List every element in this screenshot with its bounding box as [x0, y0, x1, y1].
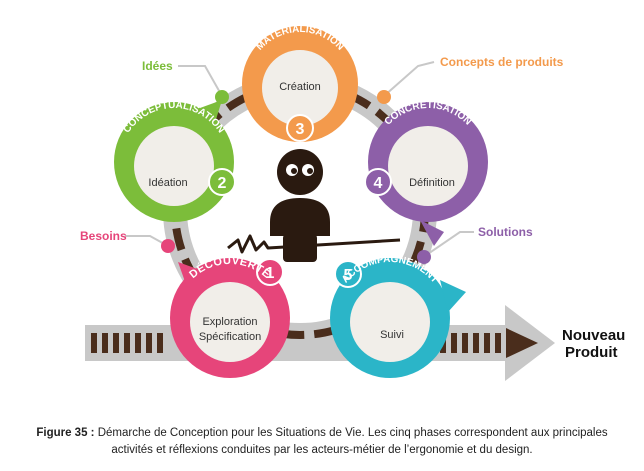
phase-5-sub1: Suivi — [380, 329, 404, 341]
phase-5-accompagnement: 5 ACCOMPAGNEMENT Suivi — [330, 254, 466, 378]
input-stripes — [91, 333, 163, 353]
phase-4-number: 4 — [374, 175, 383, 192]
output-label-line2: Produit — [565, 344, 618, 361]
thinker-figure-icon — [227, 149, 401, 262]
figure-caption: Figure 35 : Démarche de Conception pour … — [20, 425, 624, 459]
phase-4-sub1: Définition — [409, 177, 455, 189]
output-dot-besoins — [161, 239, 175, 253]
phase-3-sub1: Création — [279, 81, 321, 93]
phase-1-discovery: 1 DÉCOUVERTE Exploration Spécification — [170, 255, 290, 378]
output-dot-idees — [215, 90, 229, 104]
phase-1-sub1: Exploration — [202, 316, 257, 328]
output-label-line1: Nouveau — [562, 327, 625, 344]
output-label-solutions: Solutions — [478, 225, 533, 239]
phase-2-sub1: Idéation — [148, 177, 187, 189]
phase-5-number: 5 — [344, 267, 353, 284]
output-connectors — [125, 61, 474, 259]
phase-4-concretisation: 4 CONCRÉTISATION Définition — [364, 98, 488, 246]
output-label-concepts: Concepts de produits — [440, 55, 564, 69]
phase-1-number: 1 — [266, 265, 275, 282]
design-process-diagram: Besoins Idées Concepts de produits Solut… — [80, 24, 626, 381]
phase-3-number: 3 — [296, 121, 305, 138]
caption-label: Figure 35 : — [36, 427, 95, 439]
phase-1-sub2: Spécification — [199, 331, 261, 343]
caption-text: Démarche de Conception pour les Situatio… — [97, 427, 608, 456]
phase-2-conceptualisation: 2 CONCEPTUALISATION Idéation — [114, 100, 236, 222]
phase-3-materialisation: 3 MATÉRIALISATION Création — [242, 24, 358, 142]
output-dot-concepts — [377, 90, 391, 104]
output-label-besoins: Besoins — [80, 229, 127, 243]
phase-2-number: 2 — [218, 175, 227, 192]
output-dot-solutions — [417, 250, 431, 264]
output-label-idees: Idées — [142, 59, 173, 73]
